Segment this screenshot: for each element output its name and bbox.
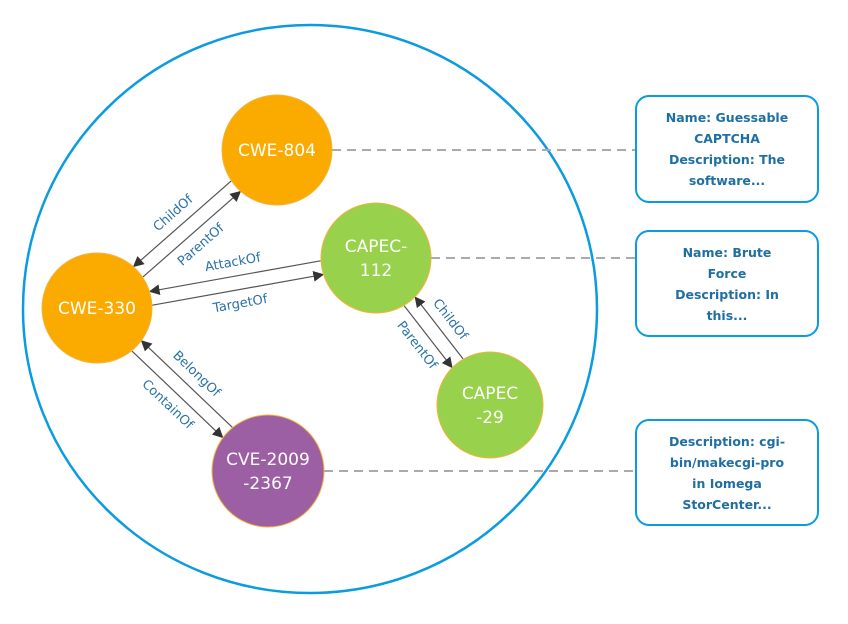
edge-arrow-attackof (148, 260, 321, 296)
info-line: Description: The (668, 152, 786, 167)
info-text: Name: Guessable CAPTCHA Description: The… (656, 107, 798, 191)
node-circle (221, 94, 333, 206)
node-label: CVE-2009 (226, 450, 310, 470)
node-label: -2367 (243, 474, 292, 494)
node-label: CAPEC (462, 384, 518, 404)
node-cve20092367[interactable]: CVE-2009 -2367 (211, 414, 325, 528)
node-label: CWE-330 (58, 299, 136, 319)
info-box-capec-112: Name: Brute Force Description: In this..… (635, 230, 819, 337)
node-label: 112 (360, 261, 392, 281)
node-circle (211, 414, 325, 528)
node-label: CWE-804 (238, 141, 316, 161)
edge-arrow-childof (132, 180, 232, 268)
info-line: Name: Brute (682, 244, 772, 260)
info-line: Force (707, 265, 747, 281)
info-line: bin/makecgi-pro (669, 454, 785, 470)
node-circle (320, 202, 432, 314)
node-circle (436, 351, 544, 459)
node-capec29[interactable]: CAPEC -29 (436, 351, 544, 459)
info-text: Name: Brute Force Description: In this..… (665, 242, 789, 326)
node-capec112[interactable]: CAPEC- 112 (320, 202, 432, 314)
node-cwe804[interactable]: CWE-804 (221, 94, 333, 206)
graph-container-circle (21, 23, 599, 595)
info-line: Description: In (675, 286, 779, 302)
edge-arrow-parentof (403, 305, 453, 369)
info-line: StorCenter... (682, 496, 772, 512)
info-line: this... (706, 307, 748, 323)
edge-label: AttackOf (204, 250, 262, 275)
info-box-cwe-804: Name: Guessable CAPTCHA Description: The… (635, 95, 819, 203)
info-text: Description: cgi- bin/makecgi-pro in Iom… (659, 431, 795, 515)
node-label: CAPEC- (345, 237, 408, 257)
edge-label: ParentOf (393, 319, 440, 373)
node-circle (41, 252, 153, 364)
info-line: software... (688, 173, 766, 188)
edge-label: TargetOf (211, 292, 269, 317)
node-cwe330[interactable]: CWE-330 (41, 252, 153, 364)
edge-arrow-childof (414, 296, 464, 360)
info-line: Description: cgi- (668, 433, 786, 449)
info-line: Name: Guessable (665, 110, 789, 125)
edge-arrow-containof (131, 350, 224, 439)
edge-label: ChildOf (429, 296, 470, 343)
edge-arrow-belongof (140, 340, 233, 428)
info-line: CAPTCHA (694, 131, 760, 146)
edge-arrow-targetof (152, 270, 325, 306)
edge-arrow-parentof (142, 190, 242, 278)
edge-label: ChildOf (151, 192, 197, 235)
info-box-cve-2009-2367: Description: cgi- bin/makecgi-pro in Iom… (635, 419, 819, 526)
info-line: in Iomega (692, 475, 762, 491)
node-label: -29 (476, 408, 504, 428)
